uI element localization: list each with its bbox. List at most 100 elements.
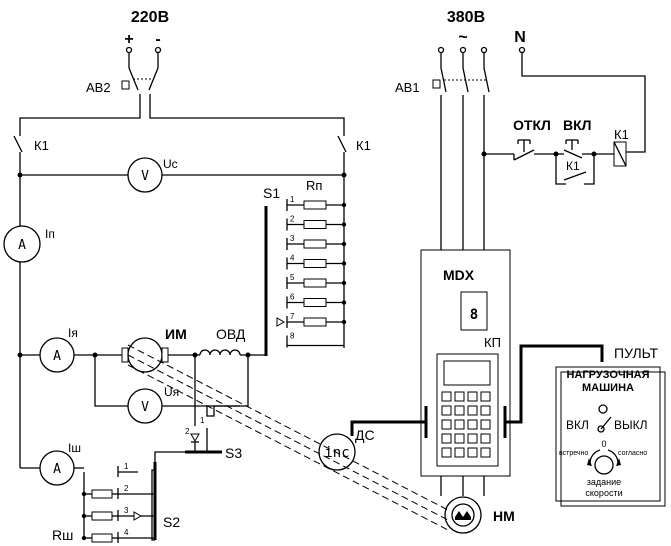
- k1-coil-label: К1: [614, 127, 629, 142]
- s1-pos-7: 7: [290, 312, 295, 321]
- on-button-label: ВКЛ: [563, 117, 591, 133]
- s2-pos-4: 4: [124, 528, 129, 537]
- ammeter-iya-label: Iя: [68, 326, 78, 340]
- ds-label: ДС: [355, 427, 375, 443]
- mdx-drive: [420, 249, 511, 477]
- s1-pos-5: 5: [290, 273, 295, 282]
- motor-im-label: ИМ: [165, 326, 187, 342]
- s1-pos-4: 4: [290, 254, 295, 263]
- keypad-key: [467, 419, 478, 430]
- keypad-key: [480, 419, 491, 430]
- svg-text:V: V: [141, 400, 149, 415]
- ac-symbol-label: ~: [458, 29, 467, 46]
- switch-s2-label: S2: [163, 514, 180, 530]
- ammeter-ish-label: Iш: [68, 441, 81, 455]
- keypad-key: [441, 391, 452, 402]
- voltmeter-uya-label: Uя: [164, 385, 179, 399]
- pult-title-1: НАГРУЗОЧНАЯ: [567, 369, 650, 381]
- keypad-key: [467, 391, 478, 402]
- shunt-resistor-label: Rш: [52, 527, 73, 543]
- s1-pos-1: 1: [290, 195, 295, 204]
- load-motor-nm: [444, 496, 482, 534]
- voltmeter-uc: V: [127, 157, 163, 193]
- contactor-k1-left-label: К1: [34, 138, 49, 153]
- load-resistor-bank: 1 2 3 4 5 6 7 8: [276, 195, 347, 348]
- dc-minus-line: [149, 112, 345, 130]
- breaker-ab2-label: АВ2: [86, 80, 111, 95]
- neutral-label: N: [514, 29, 526, 46]
- keypad-key: [480, 391, 491, 402]
- dc-voltage-label: 220В: [131, 9, 169, 26]
- s1-pos-8: 8: [290, 332, 295, 341]
- field-winding-ovd: [199, 349, 241, 356]
- svg-text:A: A: [53, 349, 61, 364]
- breaker-ab1: [432, 67, 490, 250]
- contactor-k1-right: [337, 130, 347, 348]
- kp-label: КП: [484, 335, 501, 350]
- pult-cable: [505, 344, 604, 424]
- switch-s3-label: S3: [225, 445, 242, 461]
- field-winding-ovd-label: ОВД: [216, 326, 246, 342]
- pult-zero-label: 0: [601, 439, 606, 449]
- breaker-ab2: [121, 67, 159, 112]
- pult-speed-2: скорости: [585, 488, 622, 498]
- keypad-key: [467, 405, 478, 416]
- dc-plus-label: +: [124, 31, 133, 48]
- ac-voltage-label: 380В: [447, 9, 485, 26]
- pult-ccw-label: встречно: [559, 450, 588, 457]
- pult-speed-1: задание: [587, 477, 621, 487]
- on-button: [556, 139, 614, 159]
- ammeter-iya: A: [39, 337, 75, 373]
- encoder-cable: [350, 420, 426, 436]
- off-button-label: ОТКЛ: [513, 117, 551, 133]
- s2-pos-1: 1: [124, 462, 129, 471]
- k1-coil: [613, 141, 627, 167]
- off-button: [513, 139, 556, 161]
- keypad-key: [454, 433, 465, 444]
- keypad-key: [480, 405, 491, 416]
- ammeter-ip: A: [3, 225, 41, 263]
- keypad-key: [480, 433, 491, 444]
- switch-s3: [185, 355, 240, 454]
- voltmeter-uc-label: Uc: [163, 157, 178, 171]
- keypad-key: [467, 447, 478, 458]
- keypad-key: [467, 433, 478, 444]
- keypad-key: [441, 405, 452, 416]
- encoder-inc: [318, 433, 356, 471]
- breaker-ab1-label: АВ1: [395, 80, 420, 95]
- s1-pos-3: 3: [290, 234, 295, 243]
- mdx-drive-title: MDX: [443, 267, 475, 283]
- keypad-key: [454, 419, 465, 430]
- svg-text:A: A: [53, 462, 61, 477]
- s1-pos-6: 6: [290, 293, 295, 302]
- pult-on-label: ВКЛ: [566, 418, 589, 432]
- pult-off-label: ВЫКЛ: [614, 418, 648, 432]
- neutral-line: [521, 52, 646, 153]
- pult-panel: [555, 366, 666, 507]
- pult-title-2: МАШИНА: [582, 382, 634, 394]
- pult-cw-label: согласно: [618, 450, 647, 457]
- mechanical-shaft: [127, 344, 449, 531]
- keypad-key: [441, 433, 452, 444]
- dc-minus-label: -: [155, 31, 160, 48]
- s3-pos-2: 2: [185, 427, 190, 436]
- svg-text:V: V: [141, 169, 149, 184]
- resistor-rp-label: Rп: [306, 178, 322, 193]
- dc-terminals: [125, 46, 162, 68]
- pult-label: ПУЛЬТ: [614, 345, 658, 361]
- switch-s1-label: S1: [263, 185, 280, 201]
- keypad-key: [441, 447, 452, 458]
- keypad-kp: [436, 353, 499, 467]
- keypad-key: [454, 405, 465, 416]
- keypad-key: [454, 391, 465, 402]
- svg-text:A: A: [18, 238, 26, 253]
- k1-aux-label: К1: [566, 159, 580, 173]
- load-motor-label: НМ: [493, 508, 515, 524]
- ammeter-ish: A: [39, 450, 75, 486]
- s1-pos-2: 2: [290, 215, 295, 224]
- s2-pos-2: 2: [124, 484, 129, 493]
- keypad-key: [441, 419, 452, 430]
- k1-aux-contact: [555, 154, 595, 185]
